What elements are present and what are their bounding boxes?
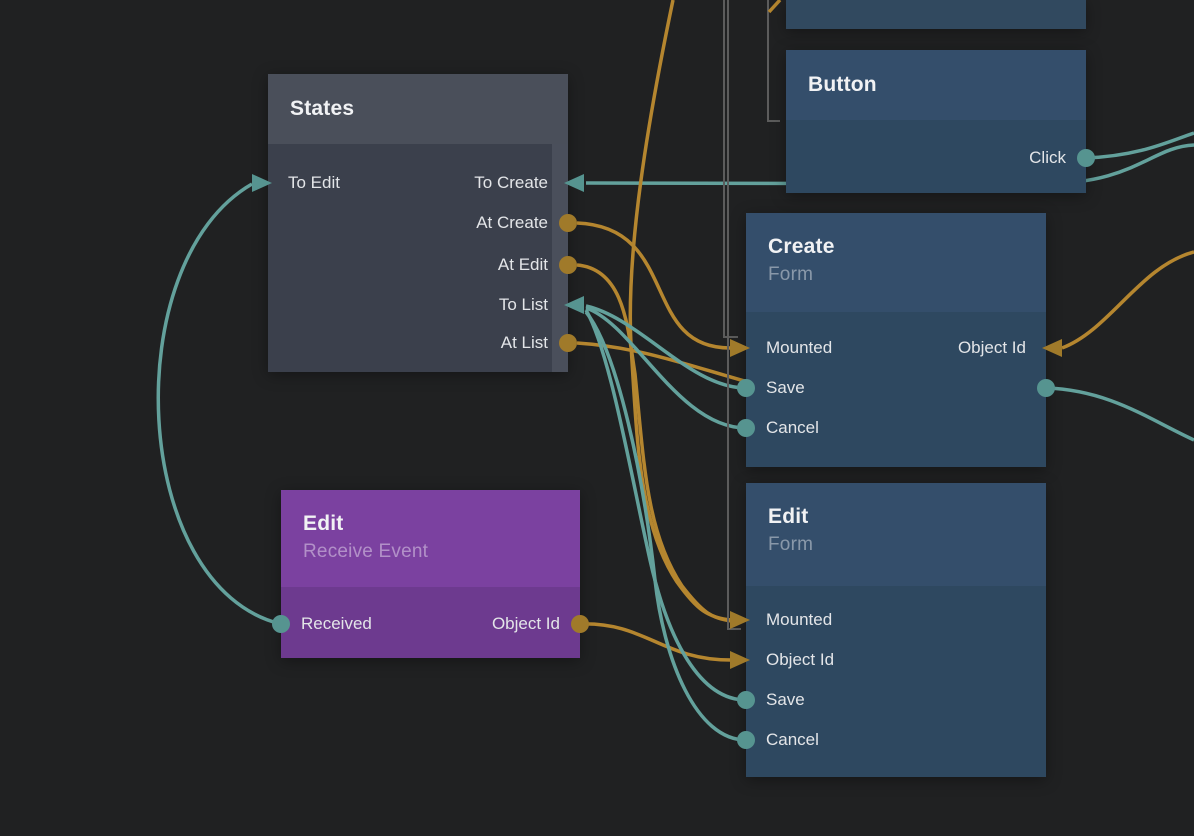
node-body-button[interactable] [786, 120, 1086, 193]
node-body-states[interactable] [268, 144, 568, 372]
port-label-button-click: Click [1029, 148, 1066, 167]
port-label-edit_receive_event-object_id: Object Id [491, 614, 560, 633]
node-subtitle: Form [768, 534, 814, 555]
wire-create_form.output-to-offscreen-right[interactable] [1045, 386, 1194, 442]
port-label-edit_form-object_id: Object Id [766, 650, 835, 669]
port-label-edit_form-cancel: Cancel [766, 730, 819, 749]
port-label-states-at_create: At Create [476, 213, 548, 232]
node-header-button[interactable]: Button [786, 50, 1086, 120]
wire-edit_receive_event.object_id-to-edit_form.object_id[interactable] [579, 622, 732, 662]
wire-offscreen-top-to-button [767, 0, 780, 122]
node-body-partial_top_node[interactable] [786, 0, 1086, 29]
port-label-edit_form-save: Save [766, 690, 805, 709]
port-button-click-dot[interactable] [1077, 149, 1095, 167]
port-edit_form-save-dot[interactable] [737, 691, 755, 709]
port-edit_receive_event-object_id-dot[interactable] [571, 615, 589, 633]
port-edit_form-mounted-arrow[interactable] [730, 611, 750, 629]
node-header-states[interactable]: States [268, 74, 568, 144]
port-states-at_list-dot[interactable] [559, 334, 577, 352]
wire-offscreen-top-to-edit_form.mounted [727, 0, 741, 630]
port-states-at_edit-dot[interactable] [559, 256, 577, 274]
wire-create_form.save-to-states.to_list[interactable] [585, 304, 747, 390]
wire-offscreen-top-to-edit_form.mounted[interactable] [628, 0, 733, 622]
port-label-states-at_list: At List [500, 333, 548, 352]
wire-states.at_edit-to-edit_form.mounted[interactable] [576, 263, 733, 623]
wire-button.click-to-offscreen-right[interactable] [1085, 131, 1194, 160]
port-label-edit_form-mounted: Mounted [766, 610, 833, 629]
port-label-create_form-cancel: Cancel [766, 418, 819, 437]
port-edit_form-object_id-arrow[interactable] [730, 651, 750, 669]
port-states-to_edit-arrow[interactable] [252, 174, 272, 192]
port-label-edit_receive_event-received: Received [301, 614, 372, 633]
port-create_form-cancel-dot[interactable] [737, 419, 755, 437]
node-partial_top_node[interactable] [786, 0, 1086, 29]
port-label-create_form-object_id: Object Id [957, 338, 1026, 357]
wire-edit_form.cancel-to-states.to_list[interactable] [584, 310, 747, 742]
wire-edit_form.save-to-states.to_list[interactable] [584, 309, 747, 702]
port-edit_receive_event-received-dot[interactable] [272, 615, 290, 633]
port-edit_form-cancel-dot[interactable] [737, 731, 755, 749]
node-subtitle: Receive Event [303, 541, 429, 562]
port-label-states-at_edit: At Edit [497, 255, 548, 274]
port-states-to_create-arrow[interactable] [564, 174, 584, 192]
node-subtitle: Form [768, 264, 814, 285]
port-label-states-to_list: To List [498, 295, 548, 314]
port-create_form-save-dot[interactable] [737, 379, 755, 397]
wire-offscreen-top-to-create_form.mounted [723, 0, 738, 338]
wire-offscreen-top-to-offscreen-top[interactable] [767, 0, 782, 14]
wire-offscreen-right-to-create_form.object_id[interactable] [1061, 250, 1194, 350]
node-title: Button [808, 73, 877, 96]
node-title: Edit [303, 512, 344, 535]
port-label-states-to_create: To Create [474, 173, 548, 192]
port-create_form-object_id-arrow[interactable] [1042, 339, 1062, 357]
port-states-to_list-arrow[interactable] [564, 296, 584, 314]
wire-edit_receive_event.received-to-states.to_edit[interactable] [156, 182, 282, 626]
node-resize-strip[interactable] [552, 144, 568, 372]
port-states-at_create-dot[interactable] [559, 214, 577, 232]
node-body-create_form[interactable] [746, 312, 1046, 467]
port-label-create_form-mounted: Mounted [766, 338, 833, 357]
node-body-edit_receive_event[interactable] [281, 587, 580, 658]
port-label-create_form-save: Save [766, 378, 805, 397]
port-label-states-to_edit: To Edit [288, 173, 340, 192]
node-title: States [290, 97, 355, 120]
node-title: Create [768, 235, 835, 258]
port-create_form-output-dot[interactable] [1037, 379, 1055, 397]
wire-create_form.cancel-to-states.to_list[interactable] [585, 306, 747, 430]
node-body-edit_form[interactable] [746, 586, 1046, 777]
node-title: Edit [768, 505, 809, 528]
port-create_form-mounted-arrow[interactable] [730, 339, 750, 357]
wire-states.at_create-to-create_form.mounted[interactable] [576, 221, 731, 350]
